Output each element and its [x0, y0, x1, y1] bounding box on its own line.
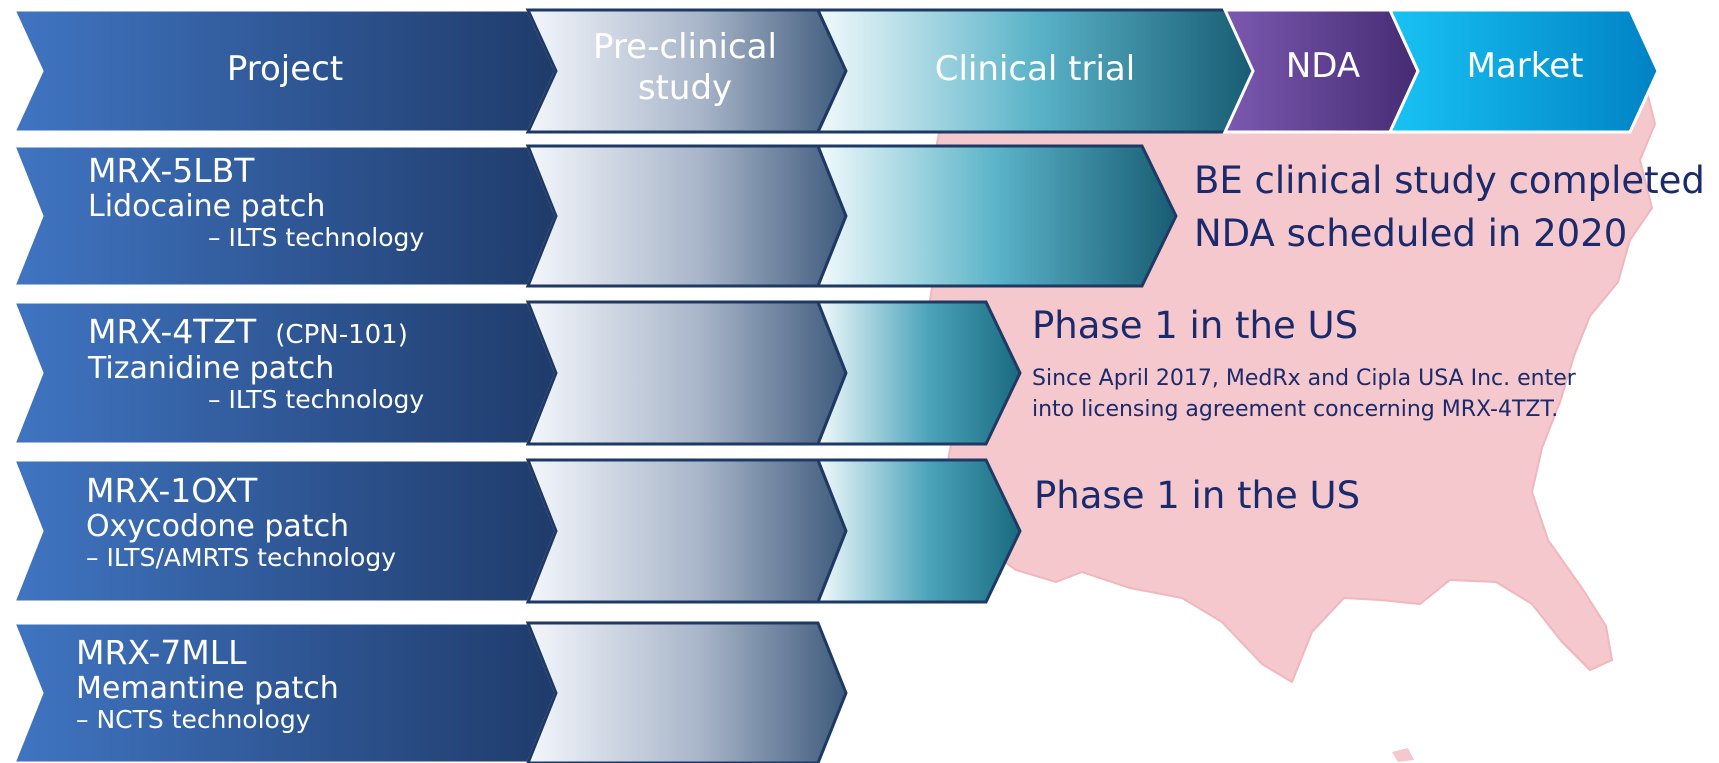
row1-code: MRX-5LBT [88, 151, 255, 190]
row2-technology: – ILTS technology [208, 385, 425, 414]
row2-licensing-note: Since April 2017, MedRx and Cipla USA In… [1032, 364, 1576, 426]
header-preclinical-line1: Pre-clinical [593, 27, 777, 67]
row1-clinical-arrow [815, 144, 1178, 288]
header-preclinical-line2: study [637, 67, 733, 108]
row2-preclinical-arrow [525, 300, 848, 446]
row3-drug: Oxycodone patch [86, 508, 350, 544]
row4-technology: – NCTS technology [76, 705, 311, 735]
header-market-arrow [1387, 8, 1660, 134]
row3-status: Phase 1 in the US [1034, 474, 1361, 517]
header-market-label: Market [1466, 46, 1584, 86]
row1-status-line2: NDA scheduled in 2020 [1194, 211, 1628, 255]
header-preclinical-label: Pre-clinical study [560, 27, 810, 109]
row2-status: Phase 1 in the US [1032, 304, 1359, 347]
row1-drug: Lidocaine patch [88, 188, 326, 224]
row3-project-label: MRX-1OXT Oxycodone patch – ILTS/AMRTS te… [86, 472, 396, 573]
header-project-label: Project [226, 49, 344, 89]
row2-project-label: MRX-4TZT (CPN-101) Tizanidine patch – IL… [88, 313, 424, 415]
header-nda-label: NDA [1285, 46, 1361, 86]
row1-status-line1: BE clinical study completed [1194, 159, 1705, 202]
row2-code: MRX-4TZT [88, 312, 257, 351]
row4-preclinical-arrow [525, 621, 848, 763]
row3-clinical-arrow [815, 458, 1022, 604]
map-island-icon [1392, 748, 1414, 762]
row2-clinical-arrow [815, 300, 1022, 446]
row2-partner-code: (CPN-101) [275, 320, 408, 350]
row3-preclinical-arrow [525, 458, 848, 604]
row4-drug: Memantine patch [76, 670, 339, 706]
row3-technology: – ILTS/AMRTS technology [86, 543, 396, 573]
row2-note-line2: into licensing agreement concerning MRX-… [1032, 396, 1559, 422]
row1-technology: – ILTS technology [208, 223, 425, 253]
header-clinical-label: Clinical trial [934, 49, 1136, 89]
row3-code: MRX-1OXT [86, 471, 258, 510]
row1-preclinical-arrow [525, 144, 848, 288]
row4-project-label: MRX-7MLL Memantine patch – NCTS technolo… [76, 634, 339, 735]
row2-note-line1: Since April 2017, MedRx and Cipla USA In… [1032, 366, 1576, 391]
row1-status: BE clinical study completed NDA schedule… [1194, 155, 1705, 260]
row2-drug: Tizanidine patch [88, 350, 335, 386]
row1-project-label: MRX-5LBT Lidocaine patch – ILTS technolo… [88, 152, 424, 253]
row4-code: MRX-7MLL [76, 633, 247, 672]
